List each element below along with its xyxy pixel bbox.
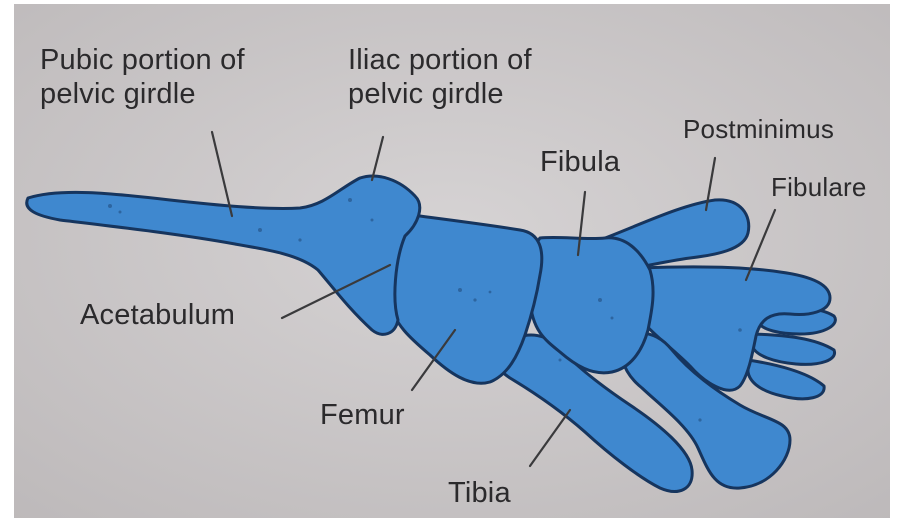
tibia-label: Tibia — [448, 476, 511, 510]
iliac-label-line2: pelvic girdle — [348, 77, 532, 111]
postminimus-label: Postminimus — [683, 114, 834, 144]
pubic-label-line2: pelvic girdle — [40, 77, 245, 111]
pubic-label: Pubic portion of pelvic girdle — [40, 43, 245, 111]
fibula-label: Fibula — [540, 145, 620, 179]
femur-label: Femur — [320, 398, 405, 432]
iliac-label: Iliac portion of pelvic girdle — [348, 43, 532, 111]
acetabulum-label: Acetabulum — [80, 298, 235, 332]
iliac-label-line1: Iliac portion of — [348, 43, 532, 77]
fibulare-label: Fibulare — [771, 172, 867, 202]
pubic-label-line1: Pubic portion of — [40, 43, 245, 77]
